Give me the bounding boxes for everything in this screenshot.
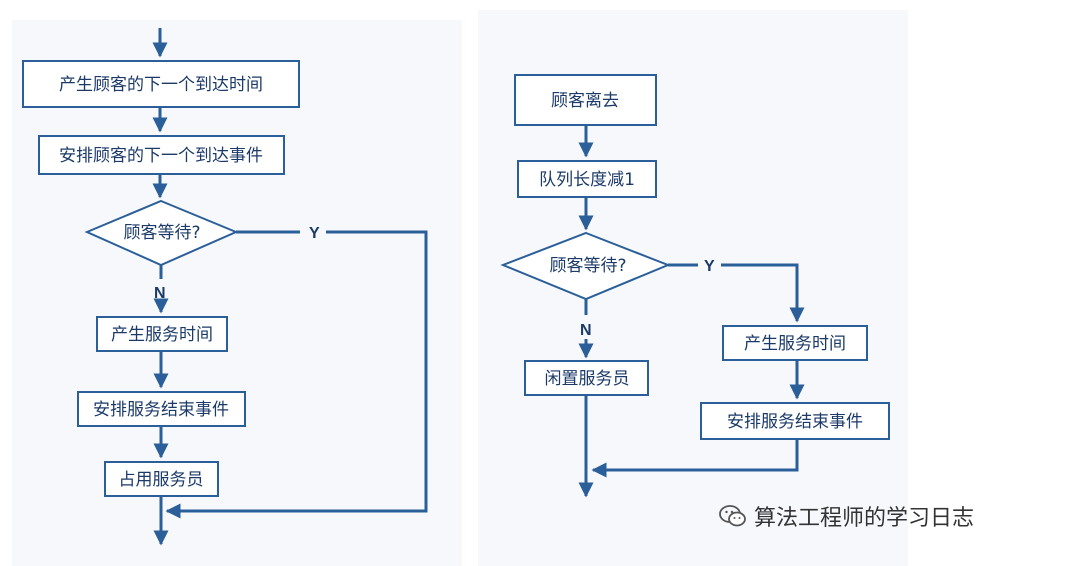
right-yes-label: Y	[704, 258, 715, 275]
right-decision-label: 顾客等待?	[549, 256, 626, 276]
wechat-icon	[719, 505, 746, 527]
left-node-schedule-service-end-label: 安排服务结束事件	[93, 400, 229, 420]
watermark-text: 算法工程师的学习日志	[754, 506, 975, 531]
right-yes-line-b	[721, 263, 805, 323]
left-node-schedule-arrival-label: 安排顾客的下一个到达事件	[59, 146, 263, 166]
right-node-service-time-label: 产生服务时间	[744, 334, 846, 354]
left-node-schedule-service-end	[77, 391, 246, 427]
right-node-schedule-service-end-label: 安排服务结束事件	[727, 412, 863, 432]
left-node-occupy-server	[104, 461, 219, 497]
right-no-label: N	[580, 322, 592, 339]
right-node-queue-minus-one-label: 队列长度减1	[539, 170, 635, 190]
right-node-queue-minus-one	[517, 160, 657, 198]
left-panel-background	[12, 20, 462, 566]
left-node-next-arrival-time-label: 产生顾客的下一个到达时间	[59, 75, 263, 95]
watermark: 算法工程师的学习日志	[718, 500, 974, 532]
right-node-customer-leaves	[514, 74, 657, 126]
left-flowchart: 产生顾客的下一个到达时间 安排顾客的下一个到达事件 顾客等待? Y N 产生服务…	[22, 28, 428, 546]
left-no-label: N	[154, 285, 166, 302]
right-node-idle-server-label: 闲置服务员	[545, 369, 630, 389]
right-flowchart: 顾客离去 队列长度减1 顾客等待? Y N 闲置服务员 产生服务时间 安排服务结…	[500, 74, 890, 498]
left-node-occupy-server-label: 占用服务员	[119, 470, 204, 490]
left-yes-label: Y	[309, 225, 320, 242]
right-node-customer-leaves-label: 顾客离去	[551, 91, 619, 111]
left-decision-label: 顾客等待?	[123, 223, 200, 243]
right-node-schedule-service-end	[700, 402, 890, 440]
left-node-service-time-label: 产生服务时间	[111, 325, 213, 345]
left-node-service-time	[96, 316, 228, 352]
right-node-service-time	[722, 325, 868, 361]
left-yes-line-b	[165, 230, 428, 519]
right-merge-arrow	[591, 439, 799, 478]
